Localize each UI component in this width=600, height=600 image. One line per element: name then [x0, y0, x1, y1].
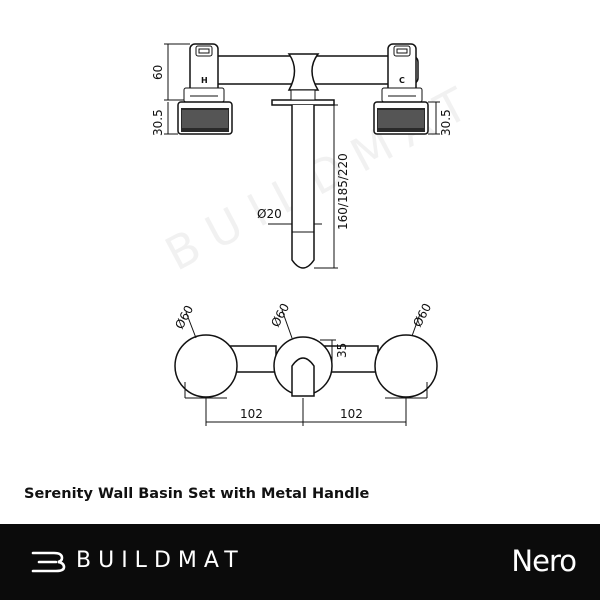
right-handle-body	[381, 43, 423, 103]
dim-right-diameter: Ø60	[410, 301, 434, 329]
dim-left-diameter: Ø60	[172, 303, 196, 331]
product-title: Serenity Wall Basin Set with Metal Handl…	[24, 486, 370, 502]
footer-bar: BUILDMAT Nero	[0, 524, 600, 600]
footer-partner-brand: Nero	[511, 544, 577, 578]
left-rosette	[177, 101, 233, 135]
dim-center-diameter: Ø60	[268, 301, 292, 329]
dim-spout-height: 35	[335, 343, 349, 358]
spout	[291, 105, 315, 269]
technical-drawing: BUILDMAT H C	[151, 43, 489, 426]
footer-brand: BUILDMAT	[76, 548, 245, 573]
top-view: H C	[164, 43, 440, 269]
dim-spout-length: 160/185/220	[336, 153, 350, 230]
buildmat-logo-icon	[31, 551, 66, 573]
front-spout-outlet	[291, 357, 315, 397]
front-right-handle	[374, 334, 438, 398]
cold-marker: C	[399, 76, 405, 85]
front-left-handle	[174, 334, 238, 398]
left-handle-body	[183, 43, 225, 103]
dim-spacing-right: 102	[340, 407, 363, 421]
front-view	[174, 309, 438, 426]
dim-depth-right: 30.5	[439, 109, 453, 136]
hot-marker: H	[201, 76, 208, 85]
right-rosette	[373, 101, 429, 135]
dim-depth-left: 30.5	[151, 109, 165, 136]
center-flange	[271, 99, 335, 106]
dim-height-60: 60	[151, 65, 165, 80]
dim-spout-diameter: Ø20	[257, 207, 282, 221]
dim-spacing-left: 102	[240, 407, 263, 421]
center-coupling	[287, 53, 320, 91]
